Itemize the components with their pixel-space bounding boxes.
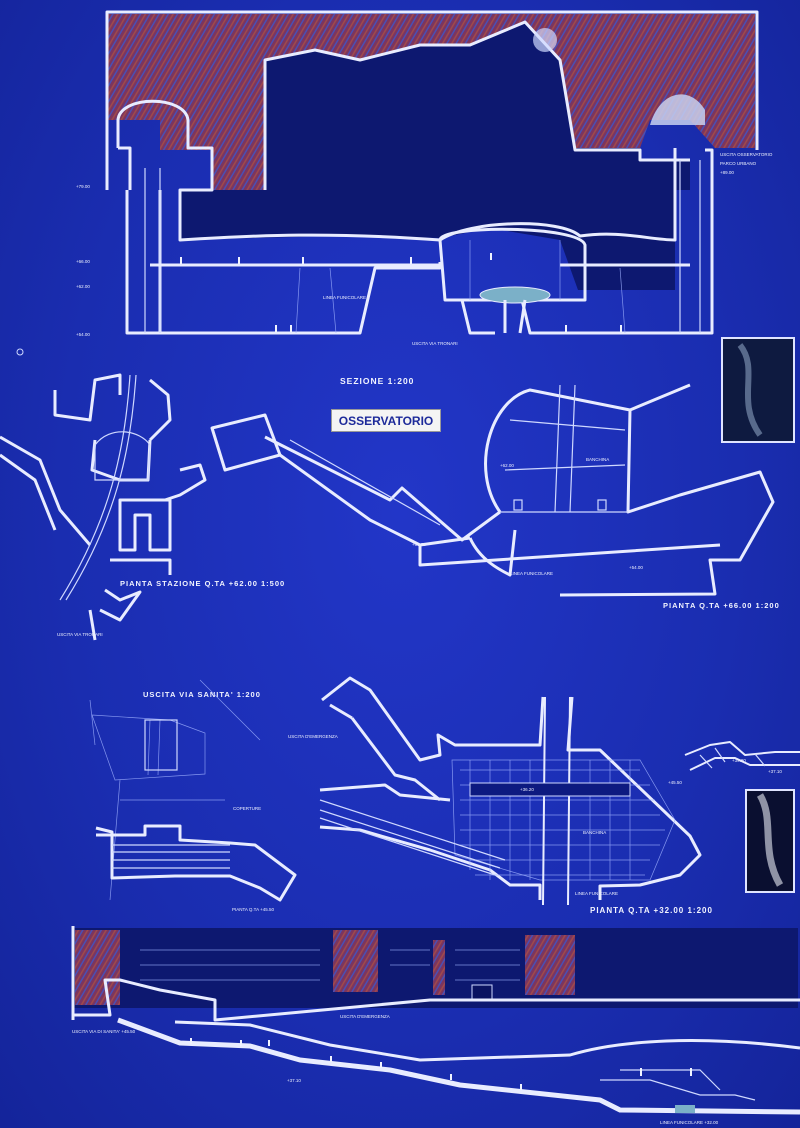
building-windows — [140, 949, 520, 981]
plan-sanita-title: USCITA VIA SANITA' 1:200 — [143, 690, 261, 699]
platform-label: BANCHINA — [583, 830, 606, 835]
plan-32-title: PIANTA Q.TA +32.00 1:200 — [590, 906, 713, 915]
level-label: +66.00 — [412, 542, 426, 547]
level-label: +37.10 — [768, 769, 782, 774]
rock-formation — [650, 94, 705, 125]
plan-66-title: PIANTA Q.TA +66.00 1:200 — [663, 601, 780, 610]
section-title: SEZIONE 1:200 — [340, 376, 414, 386]
plan-station: PIANTA STAZIONE Q.TA +62.00 1:500 USCITA… — [0, 373, 285, 641]
level-label: +66.00 — [76, 259, 90, 264]
central-platform — [469, 782, 631, 797]
marker-dot — [16, 348, 24, 356]
cave-photo — [721, 337, 795, 443]
emergency-door — [471, 984, 493, 1001]
exit-sanita-label: USCITA VIA DI SANITA' +45.50 — [72, 1029, 136, 1034]
plan-66: BANCHINA +62.00 +66.00 +54.00 LINEA FUNI… — [210, 383, 780, 610]
level-label: +62.00 — [500, 463, 514, 468]
level-label: +54.00 — [629, 565, 643, 570]
funicular-label: LINEA FUNICOLARE — [323, 295, 366, 300]
plan-station-title: PIANTA STAZIONE Q.TA +62.00 1:500 — [120, 579, 285, 588]
platform-grid — [460, 760, 665, 880]
funicular-car — [675, 1105, 695, 1113]
osservatorio-label: OSSERVATORIO — [331, 409, 441, 432]
roof-block — [144, 719, 178, 771]
park-label: PARCO URBANO — [720, 161, 757, 166]
level-label: +39.80 — [732, 758, 746, 763]
section-top: +79.00 +66.00 +62.00 +54.00 USCITA OSSER… — [76, 10, 773, 386]
level-label: +89.00 — [720, 170, 734, 175]
roofs-label: COPERTURE — [233, 806, 261, 811]
level-label: +36.20 — [520, 787, 534, 792]
plan-sanita-subtitle: PIANTA Q.TA +45.50 — [232, 907, 274, 912]
level-label: +62.00 — [76, 284, 90, 289]
exit-tronari-label: USCITA VIA TRONARI — [57, 632, 103, 637]
level-label: +54.00 — [76, 332, 90, 337]
level-label: +37.10 — [287, 1078, 301, 1083]
sky-void — [180, 22, 690, 290]
funicular-label: LINEA FUNICOLARE — [575, 891, 618, 896]
level-label: +79.00 — [76, 184, 90, 189]
emergency-exit-label: USCITA D'EMERGENZA — [340, 1014, 390, 1019]
level-label: +45.50 — [668, 780, 682, 785]
funicular-label: LINEA FUNICOLARE — [510, 571, 553, 576]
plan-32: USCITA D'EMERGENZA +36.20 BANCHINA LINEA… — [288, 676, 800, 915]
plan-sanita: USCITA VIA SANITA' 1:200 COPERTURE PIANT… — [89, 679, 297, 912]
section-bottom: USCITA VIA DI SANITA' +45.50 USCITA D'EM… — [71, 926, 800, 1125]
palm-tree — [533, 28, 557, 52]
exit-observatory-label: USCITA OSSERVATORIO — [720, 152, 773, 157]
funicular-label: LINEA FUNICOLARE +32.00 — [660, 1120, 719, 1125]
platform-label: BANCHINA — [586, 457, 609, 462]
emergency-exit-label: USCITA D'EMERGENZA — [288, 734, 338, 739]
exit-tronari-label: USCITA VIA TRONARI — [412, 341, 458, 346]
